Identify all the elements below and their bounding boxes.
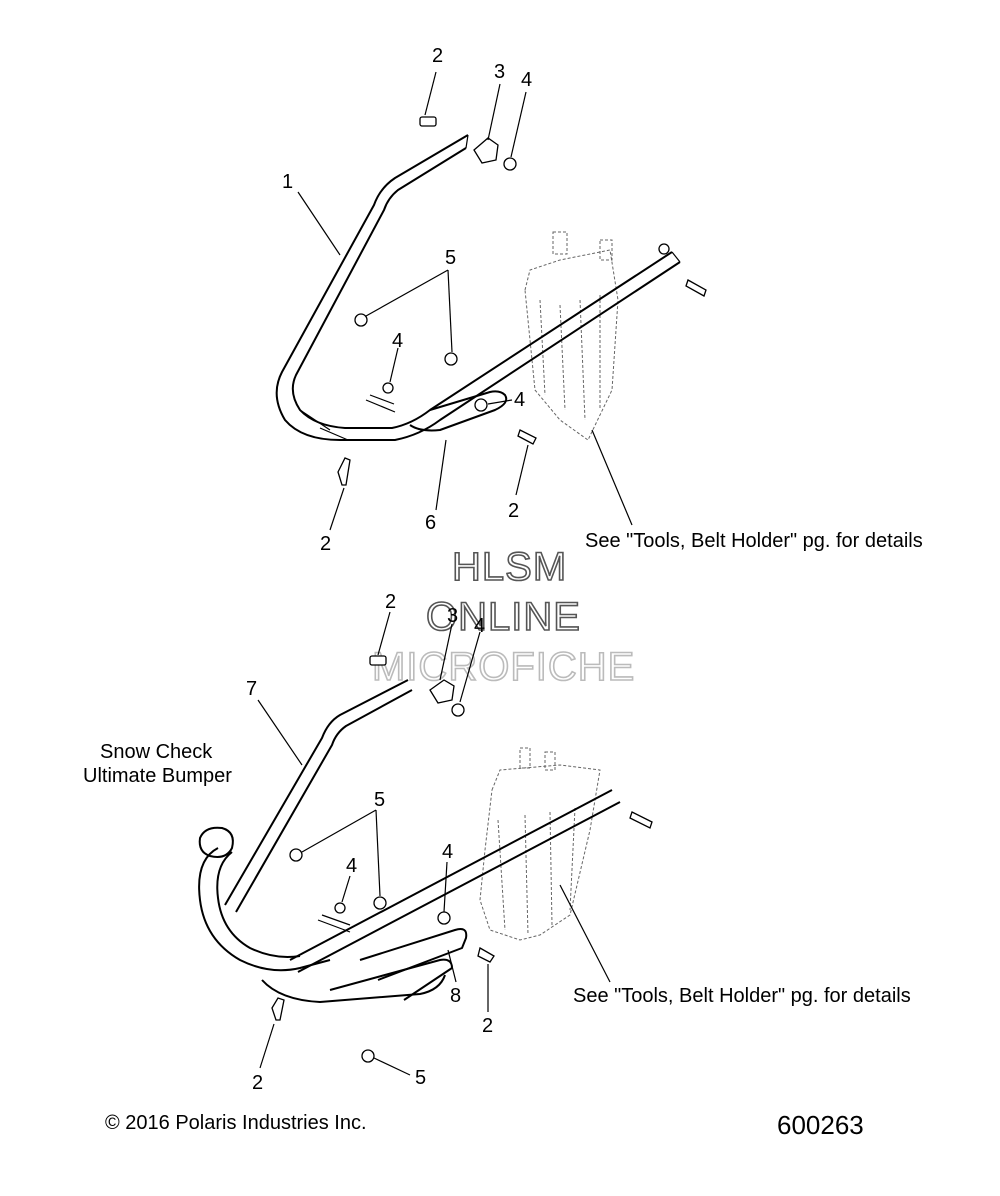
- bumper-7: [198, 679, 621, 1003]
- bumper-1: [275, 134, 681, 441]
- upper-assembly: 2 3 4 1 5 4 4 6 2 2 See "Tools, Belt Hol…: [275, 45, 923, 555]
- copyright-text: © 2016 Polaris Industries Inc.: [105, 1112, 367, 1134]
- bracket-6: [409, 390, 508, 432]
- watermark-line-2: ONLINE: [426, 595, 581, 639]
- callout-4: 4: [521, 69, 532, 91]
- upper-hardware: [337, 116, 707, 486]
- snow-check-label-line-2: Ultimate Bumper: [83, 765, 232, 787]
- callout-4: 4: [514, 389, 525, 411]
- belt-holder-note: See "Tools, Belt Holder" pg. for details: [573, 985, 911, 1007]
- bracket-8: [329, 928, 468, 1001]
- callout-4: 4: [392, 330, 403, 352]
- callout-2: 2: [508, 500, 519, 522]
- callout-6: 6: [425, 512, 436, 534]
- callout-2: 2: [385, 591, 396, 613]
- drawing-number: 600263: [777, 1110, 864, 1140]
- watermark-line-3: MICROFICHE: [372, 645, 635, 689]
- callout-4: 4: [442, 841, 453, 863]
- watermark: HLSM ONLINE MICROFICHE: [371, 544, 635, 690]
- callout-7: 7: [246, 678, 257, 700]
- callout-8: 8: [450, 985, 461, 1007]
- upper-belt-holder: [524, 231, 619, 441]
- upper-leaders: [297, 71, 633, 531]
- belt-holder-note: See "Tools, Belt Holder" pg. for details: [585, 530, 923, 552]
- watermark-line-1: HLSM: [452, 545, 567, 589]
- callout-2: 2: [320, 533, 331, 555]
- callout-4: 4: [474, 615, 485, 637]
- callout-5: 5: [445, 247, 456, 269]
- callout-5: 5: [415, 1067, 426, 1089]
- callout-3: 3: [494, 61, 505, 83]
- callout-3: 3: [447, 605, 458, 627]
- lower-assembly: 2 3 4 7 5 4 4 8 2 2 5 Snow Check Ultimat…: [83, 591, 911, 1094]
- snow-check-label-line-1: Snow Check: [100, 741, 213, 763]
- lower-leaders: [257, 611, 611, 1076]
- callout-2: 2: [252, 1072, 263, 1094]
- callout-5: 5: [374, 789, 385, 811]
- lower-hardware: [271, 655, 653, 1063]
- callout-2: 2: [432, 45, 443, 67]
- callout-1: 1: [282, 171, 293, 193]
- callout-4: 4: [346, 855, 357, 877]
- callout-2: 2: [482, 1015, 493, 1037]
- lower-belt-holder: [479, 747, 601, 941]
